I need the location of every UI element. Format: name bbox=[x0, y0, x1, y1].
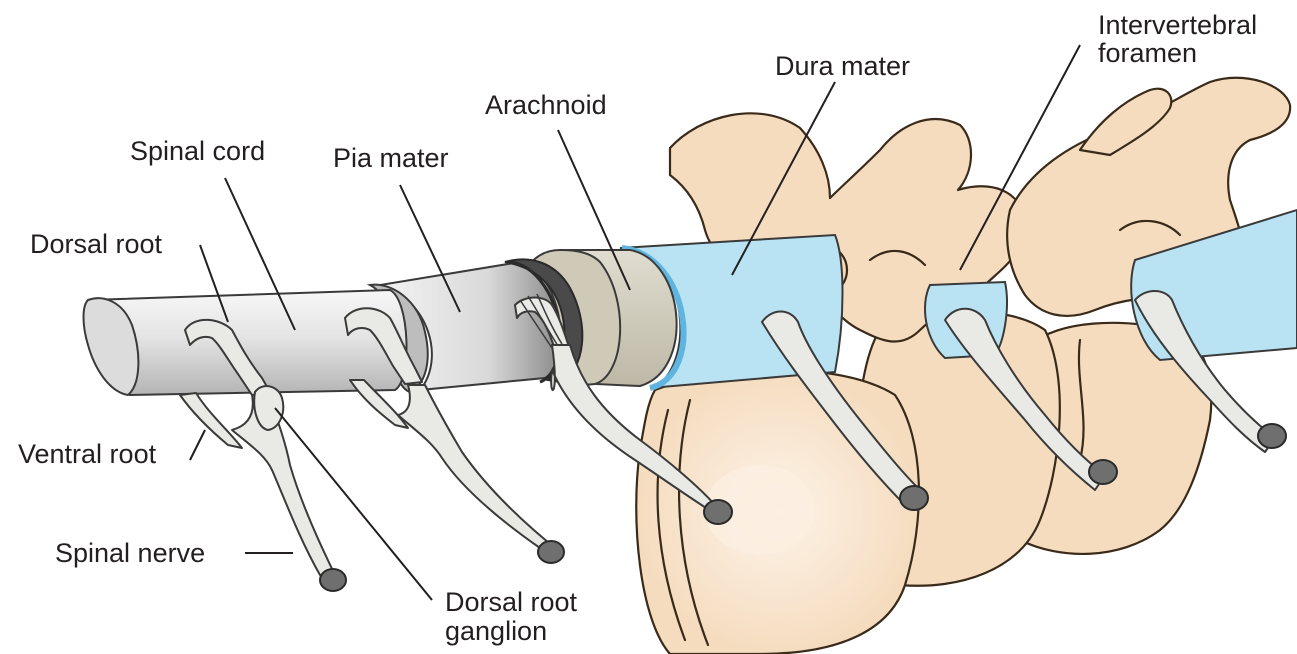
label-dorsal-root: Dorsal root bbox=[30, 229, 163, 259]
label-spinal-nerve: Spinal nerve bbox=[55, 538, 205, 568]
spinal-nerve-end-3 bbox=[704, 500, 732, 524]
label-dorsal-root-ganglion-line1: Dorsal root bbox=[445, 587, 578, 617]
spinal-nerve-end-4 bbox=[900, 486, 928, 510]
spinal-nerve-end-1 bbox=[320, 569, 346, 591]
dorsal-root-ganglion-1 bbox=[254, 386, 283, 430]
label-intervertebral-foramen-line2: foramen bbox=[1098, 38, 1197, 68]
label-dura-mater: Dura mater bbox=[775, 51, 910, 81]
label-pia-mater: Pia mater bbox=[333, 143, 449, 173]
label-intervertebral-foramen-line1: Intervertebral bbox=[1098, 10, 1257, 40]
spinal-nerve-2 bbox=[398, 385, 560, 552]
spinal-nerve-end-2 bbox=[538, 541, 564, 563]
label-arachnoid: Arachnoid bbox=[485, 90, 607, 120]
ventral-root-1 bbox=[180, 393, 242, 448]
spinal-nerve-1 bbox=[232, 395, 340, 585]
label-dorsal-root-ganglion-line2: ganglion bbox=[445, 616, 547, 646]
spinal-nerve-end-6 bbox=[1258, 424, 1286, 448]
label-spinal-cord: Spinal cord bbox=[130, 136, 265, 166]
leader-ventral-root bbox=[190, 430, 205, 460]
label-ventral-root: Ventral root bbox=[18, 439, 157, 469]
spinal-nerve-end-5 bbox=[1089, 460, 1117, 484]
